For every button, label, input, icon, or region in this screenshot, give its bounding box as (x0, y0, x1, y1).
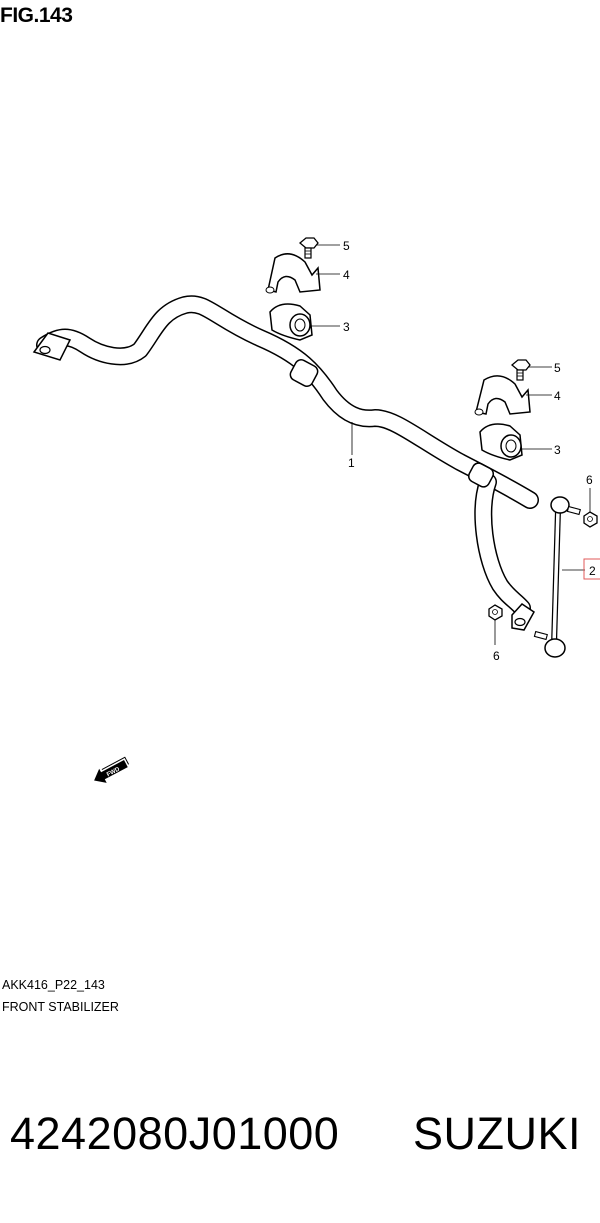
bolt-left[interactable] (298, 237, 319, 259)
figure-title: FIG.143 (0, 4, 73, 27)
callout-bracket-right[interactable]: 4 (554, 389, 561, 403)
callout-bar[interactable]: 1 (348, 456, 355, 470)
callout-bushing-right[interactable]: 3 (554, 443, 561, 457)
callout-bracket-left[interactable]: 4 (343, 268, 350, 282)
callout-bolt-left[interactable]: 5 (343, 239, 350, 253)
callout-link[interactable]: 2 (589, 564, 596, 578)
nut-top[interactable] (583, 511, 598, 528)
figure-name: FRONT STABILIZER (2, 1000, 119, 1014)
callout-bolt-right[interactable]: 5 (554, 361, 561, 375)
callout-nut-top[interactable]: 6 (586, 473, 593, 487)
bushing-left[interactable] (269, 303, 313, 341)
part-number: 4242080J01000 (10, 1108, 340, 1159)
bracket-left[interactable] (265, 253, 321, 294)
nut-bottom[interactable] (488, 604, 503, 621)
highlight-box (583, 558, 600, 580)
brand-name: SUZUKI (413, 1108, 582, 1159)
stabilizer-bar[interactable] (32, 295, 539, 631)
stabilizer-link[interactable] (533, 496, 581, 658)
callout-bushing-left[interactable]: 3 (343, 320, 350, 334)
fwd-arrow-icon: FWD (94, 756, 130, 783)
bushing-right[interactable] (479, 423, 523, 461)
callout-nut-bottom[interactable]: 6 (493, 649, 500, 663)
figure-code: AKK416_P22_143 (2, 978, 105, 992)
leader-lines (310, 244, 591, 645)
bracket-right[interactable] (474, 375, 531, 416)
bolt-right[interactable] (510, 359, 531, 381)
